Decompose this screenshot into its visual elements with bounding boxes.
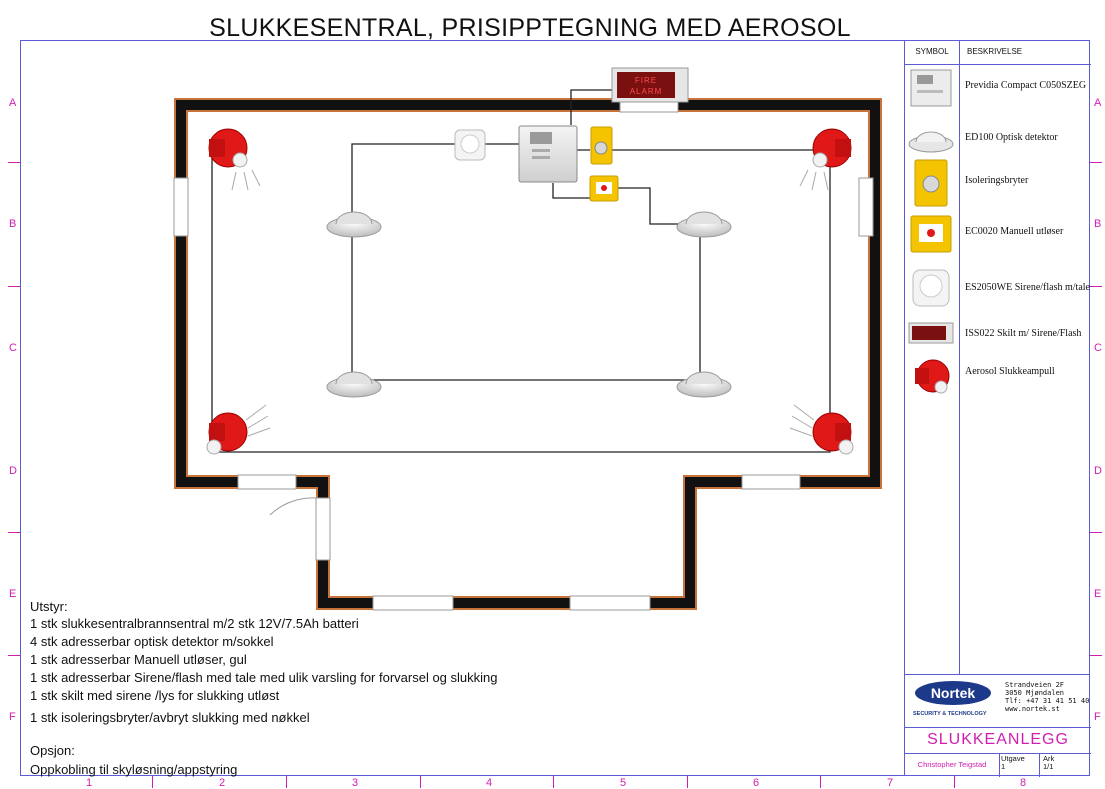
drawing-frame: [20, 40, 1090, 776]
equipment-line-1: 1 stk slukkesentralbrannsentral m/2 stk …: [30, 616, 359, 631]
zone-col-4: 4: [486, 777, 493, 789]
title-block: Nortek SECURITY & TECHNOLOGY Strandveien…: [904, 674, 1091, 777]
legend-label-siren-flash: ES2050WE Sirene/flash m/tale: [965, 282, 1090, 293]
equipment-line-4: 1 stk adresserbar Sirene/flash med tale …: [30, 670, 498, 685]
control-panel-icon: [910, 69, 952, 107]
phone: Tlf: +47 31 41 51 40: [1005, 697, 1090, 705]
title-block-company: Nortek SECURITY & TECHNOLOGY Strandveien…: [905, 675, 1091, 728]
website: www.nortek.st: [1005, 705, 1060, 713]
equipment-line-5: 1 stk skilt med sirene /lys for slukking…: [30, 688, 280, 703]
legend-header: SYMBOL BESKRIVELSE: [905, 40, 1091, 65]
zone-col-5: 5: [620, 777, 627, 789]
fire-alarm-sign: FIRE ALARM: [611, 67, 689, 103]
aerosol-units: [206, 128, 854, 455]
smoke-detectors: [326, 211, 732, 398]
sheet-value: 1/1: [1043, 762, 1054, 771]
equipment-heading: Utstyr:: [30, 599, 68, 614]
smoke-detector-3: [326, 371, 382, 398]
zone-row-e-left: E: [9, 588, 17, 600]
company-address: Strandveien 2F 3050 Mjøndalen Tlf: +47 3…: [1005, 681, 1089, 713]
equipment-line-2: 4 stk adresserbar optisk detektor m/sokk…: [30, 634, 274, 649]
edition-label: Utgave: [1001, 754, 1025, 763]
aerosol-unit-bottom-right: [789, 404, 854, 455]
author: Christopher Teigstad: [905, 753, 1000, 777]
zone-row-e-right: E: [1094, 588, 1102, 600]
zone-row-f-right: F: [1094, 711, 1101, 723]
smoke-detector-4: [676, 371, 732, 398]
sheet-label: Ark: [1043, 754, 1055, 763]
legend-label-aerosol: Aerosol Slukkeampull: [965, 366, 1055, 377]
nortek-logo: Nortek: [915, 681, 991, 705]
smoke-detector-icon: [908, 131, 954, 153]
zone-col-8: 8: [1020, 777, 1027, 789]
cabling: [211, 89, 831, 453]
isolation-switch: [590, 126, 613, 165]
option-line: Oppkobling til skyløsning/appstyring: [30, 762, 238, 777]
legend-label-isolation-switch: Isoleringsbryter: [965, 175, 1029, 186]
zone-col-6: 6: [753, 777, 760, 789]
manual-call-point: [589, 175, 619, 202]
drawing-name: SLUKKEANLEGG: [905, 727, 1091, 754]
door: [269, 497, 331, 561]
edition-cell: Utgave 1: [1001, 755, 1025, 771]
address-line-2: 3050 Mjøndalen: [1005, 689, 1065, 697]
legend-label-control-panel: Previdia Compact C050SZEG: [965, 80, 1087, 91]
equipment-line-3: 1 stk adresserbar Manuell utløser, gul: [30, 652, 247, 667]
floor-plan: FIRE ALARM: [173, 67, 882, 611]
smoke-detector-2: [676, 211, 732, 238]
zone-row-a-left: A: [9, 97, 17, 109]
zone-col-7: 7: [887, 777, 894, 789]
zone-col-2: 2: [219, 777, 226, 789]
siren-flash: [454, 129, 486, 161]
aerosol-unit-top-right: [799, 128, 852, 191]
option-heading: Opsjon:: [30, 743, 75, 758]
drawing-title: SLUKKESENTRAL, PRISIPPTEGNING MED AEROSO…: [209, 14, 851, 42]
smoke-detector-1: [326, 211, 382, 238]
nortek-tagline: SECURITY & TECHNOLOGY: [913, 711, 987, 717]
aerosol-unit-bottom-left: [206, 404, 271, 455]
equipment-line-6: 1 stk isoleringsbryter/avbryt slukking m…: [30, 710, 310, 725]
aerosol-unit-icon: [915, 359, 950, 394]
sheet-cell: Ark 1/1: [1043, 755, 1054, 771]
isolation-switch-icon: [914, 159, 948, 207]
legend-label-detector: ED100 Optisk detektor: [965, 132, 1058, 143]
legend-header-description: BESKRIVELSE: [967, 47, 1023, 56]
siren-flash-icon: [912, 269, 950, 307]
zone-row-b-left: B: [9, 218, 17, 230]
zone-row-b-right: B: [1094, 218, 1102, 230]
zone-row-c-right: C: [1094, 342, 1102, 354]
sign-line-1: FIRE: [635, 76, 657, 85]
zone-row-d-left: D: [9, 465, 17, 477]
sign-line-2: ALARM: [630, 87, 663, 96]
zone-col-3: 3: [352, 777, 359, 789]
zone-row-f-left: F: [9, 711, 16, 723]
control-panel: [518, 125, 578, 183]
manual-call-point-icon: [910, 215, 952, 253]
zone-row-a-right: A: [1094, 97, 1102, 109]
edition-value: 1: [1001, 762, 1006, 771]
aerosol-unit-top-left: [208, 128, 261, 191]
zone-col-1: 1: [86, 777, 93, 789]
sign-siren-icon: [908, 322, 954, 344]
address-line-1: Strandveien 2F: [1005, 681, 1065, 689]
zone-row-c-left: C: [9, 342, 17, 354]
legend-label-sign: ISS022 Skilt m/ Sirene/Flash: [965, 328, 1082, 339]
zone-row-d-right: D: [1094, 465, 1102, 477]
legend-header-symbol: SYMBOL: [905, 40, 960, 64]
legend-label-manual-call-point: EC0020 Manuell utløser: [965, 226, 1064, 237]
symbol-legend: SYMBOL BESKRIVELSE Previdia Compact C050…: [904, 40, 1091, 674]
